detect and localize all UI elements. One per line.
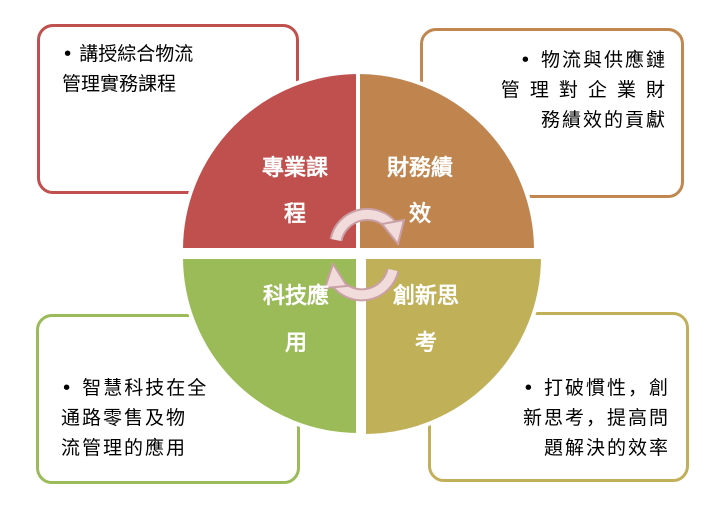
quadrant-innovative-thinking xyxy=(362,255,546,439)
cycle-arrows-icon xyxy=(323,207,406,302)
quadrant-technology-application xyxy=(178,255,360,438)
label-financial-performance-line1: 財務績 xyxy=(387,155,453,181)
quadrant-professional-courses xyxy=(178,69,360,252)
label-professional-courses-line1: 專業課 xyxy=(262,155,329,181)
label-technology-application-line2: 用 xyxy=(285,331,307,356)
label-professional-courses-line2: 程 xyxy=(284,202,306,227)
text-box-innovative-thinking: • 打破慣性，創 新思考，提高問 題解決的效率 xyxy=(428,312,689,482)
label-innovative-thinking-line1: 創新思 xyxy=(393,283,459,309)
label-financial-performance-line2: 效 xyxy=(409,201,431,227)
quadrant-financial-performance xyxy=(356,69,539,252)
label-technology-application-line1: 科技應 xyxy=(263,283,329,309)
label-innovative-thinking-line2: 考 xyxy=(415,331,437,356)
